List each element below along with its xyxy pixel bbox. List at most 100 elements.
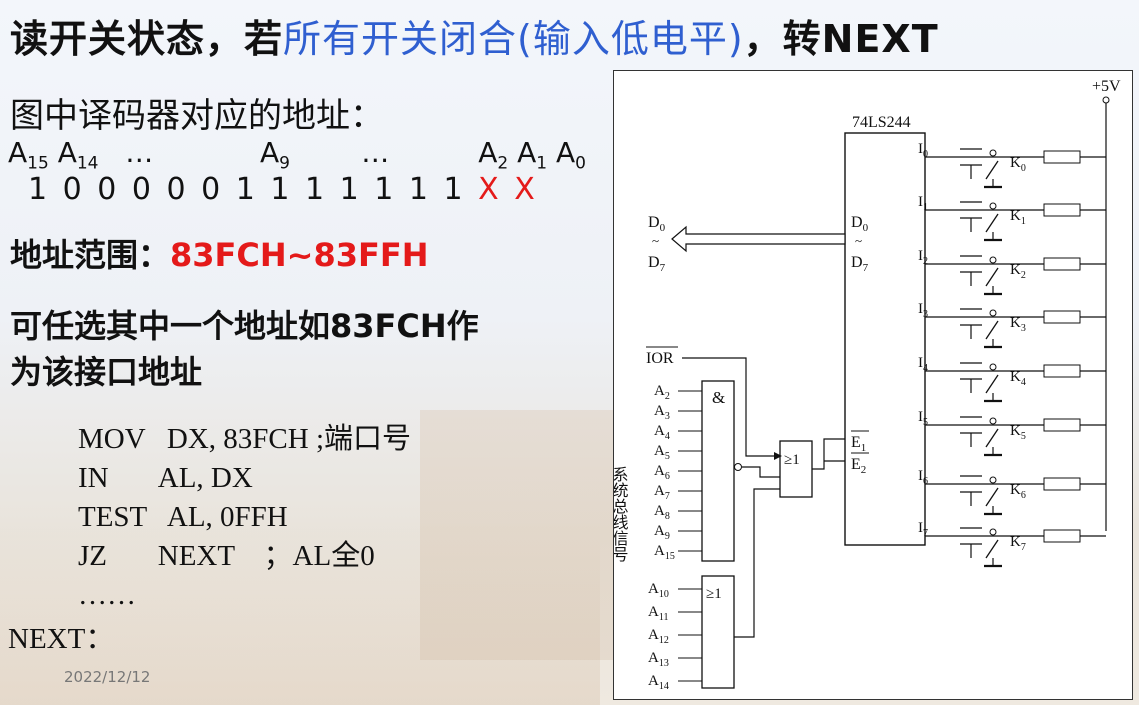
address-range: 地址范围：83FCH~83FFH [10, 236, 429, 274]
and-gate [701, 380, 735, 562]
pullup-resistor [1043, 150, 1081, 164]
switch-blade [985, 267, 999, 287]
bus-signal-label: 系统总线信号 [614, 466, 629, 563]
circuit-svg: 74LS244 +5V I0K0I1K1I2K2I3K3I4K4I5K5I6K6… [614, 78, 1121, 692]
switch-label: K4 [1010, 369, 1026, 388]
chip-label: 74LS244 [852, 114, 911, 131]
switch-contact [989, 417, 997, 425]
bit-x-a1: X [478, 172, 502, 207]
input-label: I0 [918, 141, 928, 160]
switch-label: K5 [1010, 423, 1026, 442]
nor-input-label: A11 [648, 604, 668, 623]
input-label: I3 [918, 301, 928, 320]
ior-arrow [774, 452, 782, 460]
and-output-wire [742, 466, 780, 478]
switch-blade [985, 487, 999, 507]
and-input-label: A2 [654, 383, 670, 402]
pullup-resistor [1043, 477, 1081, 491]
enable2-label: E2 [851, 456, 866, 476]
background-ground [0, 520, 600, 705]
switch-blade [985, 428, 999, 448]
and-inverter-bubble [734, 463, 742, 471]
input-label: I1 [918, 194, 928, 213]
background-building [420, 410, 620, 660]
input-label: I6 [918, 468, 928, 487]
and-input-label: A15 [654, 543, 675, 562]
data-bus-arrow [671, 225, 846, 253]
switch-label: K2 [1010, 262, 1026, 281]
and-input-label: A3 [654, 403, 670, 422]
slide-date: 2022/12/12 [64, 668, 151, 686]
nor-symbol: ≥1 [706, 586, 722, 602]
bit-x-a0: X [514, 172, 538, 207]
slide-title: 读开关状态，若所有开关闭合(输入低电平)，转NEXT [10, 17, 939, 61]
decoder-heading: 图中译码器对应的地址： [10, 96, 384, 136]
pullup-resistor [1043, 418, 1081, 432]
or-symbol: ≥1 [784, 452, 800, 468]
and-symbol: & [712, 388, 725, 407]
and-input-label: A4 [654, 423, 670, 442]
nor-input-label: A12 [648, 627, 669, 646]
chip-d7-label: D7 [851, 254, 869, 274]
switch-label: K1 [1010, 208, 1026, 227]
switch-contact [989, 202, 997, 210]
nor-gate [701, 575, 735, 689]
pullup-resistor [1043, 203, 1081, 217]
switch-blade [985, 160, 999, 180]
switch-label: K0 [1010, 155, 1026, 174]
code-line: TEST AL, 0FFH [78, 501, 288, 533]
input-label: I2 [918, 248, 928, 267]
bus-d0-label: D0 [648, 214, 666, 234]
code-line: MOV DX, 83FCH ;端口号 [78, 423, 412, 455]
code-block: MOV DX, 83FCH ;端口号 IN AL, DX TEST AL, 0F… [78, 420, 411, 615]
and-input-label: A5 [654, 443, 670, 462]
switch-contact [989, 149, 997, 157]
chip-d0-label: D0 [851, 214, 869, 234]
code-line: …… [78, 579, 136, 611]
and-input-label: A7 [654, 483, 670, 502]
bus-d7-label: D7 [648, 254, 666, 274]
switch-contact [989, 256, 997, 264]
nor-input-label: A10 [648, 581, 669, 600]
switch-contact [989, 363, 997, 371]
title-highlight: 所有开关闭合(输入低电平) [283, 17, 744, 61]
bus-tilde: ~ [652, 233, 659, 248]
switch-blade [985, 539, 999, 559]
switch-label: K6 [1010, 482, 1026, 501]
nor-input-label: A14 [648, 673, 669, 692]
code-line: JZ NEXT ；AL全0 [78, 540, 375, 572]
switch-label: K7 [1010, 534, 1026, 553]
nor-output-wire [734, 488, 780, 638]
address-line-labels: A15 A14 … A9 … A2 A1 A0 [8, 136, 586, 174]
ior-wire [682, 357, 780, 457]
switch-label: K3 [1010, 315, 1026, 334]
ior-label: IOR [646, 350, 674, 367]
pullup-resistor [1043, 310, 1081, 324]
input-label: I7 [918, 520, 928, 539]
input-label: I5 [918, 409, 928, 428]
choose-address-text: 可任选其中一个地址如83FCH作 为该接口地址 [10, 307, 479, 391]
vcc-label: +5V [1092, 78, 1121, 95]
or-gate [779, 440, 813, 498]
switch-contact [989, 309, 997, 317]
pullup-resistor [1043, 364, 1081, 378]
nor-input-label: A13 [648, 650, 669, 669]
switch-blade [985, 320, 999, 340]
switch-contact [989, 476, 997, 484]
input-label: I4 [918, 355, 928, 374]
enable1-label: E1 [851, 434, 866, 454]
switch-blade [985, 374, 999, 394]
chip-tilde: ~ [855, 233, 862, 248]
or-output-wire [812, 438, 845, 470]
and-input-label: A6 [654, 463, 670, 482]
